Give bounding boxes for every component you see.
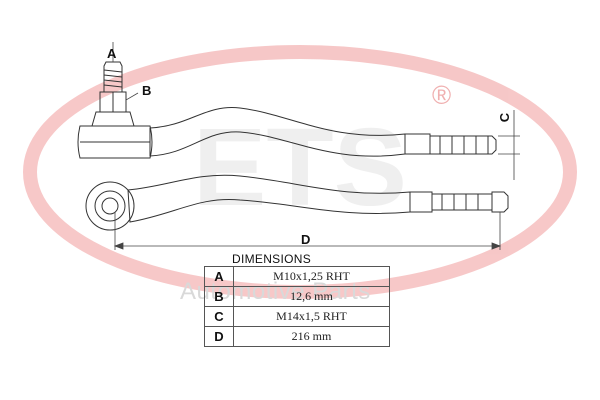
dim-value: 12,6 mm	[233, 286, 390, 307]
dim-key: A	[204, 266, 234, 287]
label-d: D	[301, 232, 311, 247]
dim-value: M10x1,25 RHT	[233, 266, 390, 287]
label-b: B	[142, 83, 152, 98]
registered-mark: ®	[432, 80, 451, 110]
dim-key: B	[204, 286, 234, 307]
dimensions-table: A M10x1,25 RHT B 12,6 mm C M14x1,5 RHT D…	[204, 266, 390, 347]
table-row: D 216 mm	[204, 326, 390, 347]
thread-end-side	[431, 193, 493, 211]
table-row: A M10x1,25 RHT	[204, 266, 390, 287]
dim-leader-b	[125, 92, 139, 101]
dim-value: 216 mm	[233, 326, 390, 347]
table-row: B 12,6 mm	[204, 286, 390, 307]
ball-joint-eye	[85, 181, 135, 231]
dim-key: C	[204, 306, 234, 327]
ball-joint-housing	[77, 125, 153, 159]
table-row: C M14x1,5 RHT	[204, 306, 390, 327]
thread-end-top	[429, 135, 497, 155]
dimensions-title: DIMENSIONS	[232, 252, 312, 266]
dim-key: D	[204, 326, 234, 347]
logo-text: ETS	[193, 106, 407, 229]
label-c: C	[497, 112, 513, 123]
dim-value: M14x1,5 RHT	[233, 306, 390, 327]
label-a: A	[107, 46, 117, 61]
